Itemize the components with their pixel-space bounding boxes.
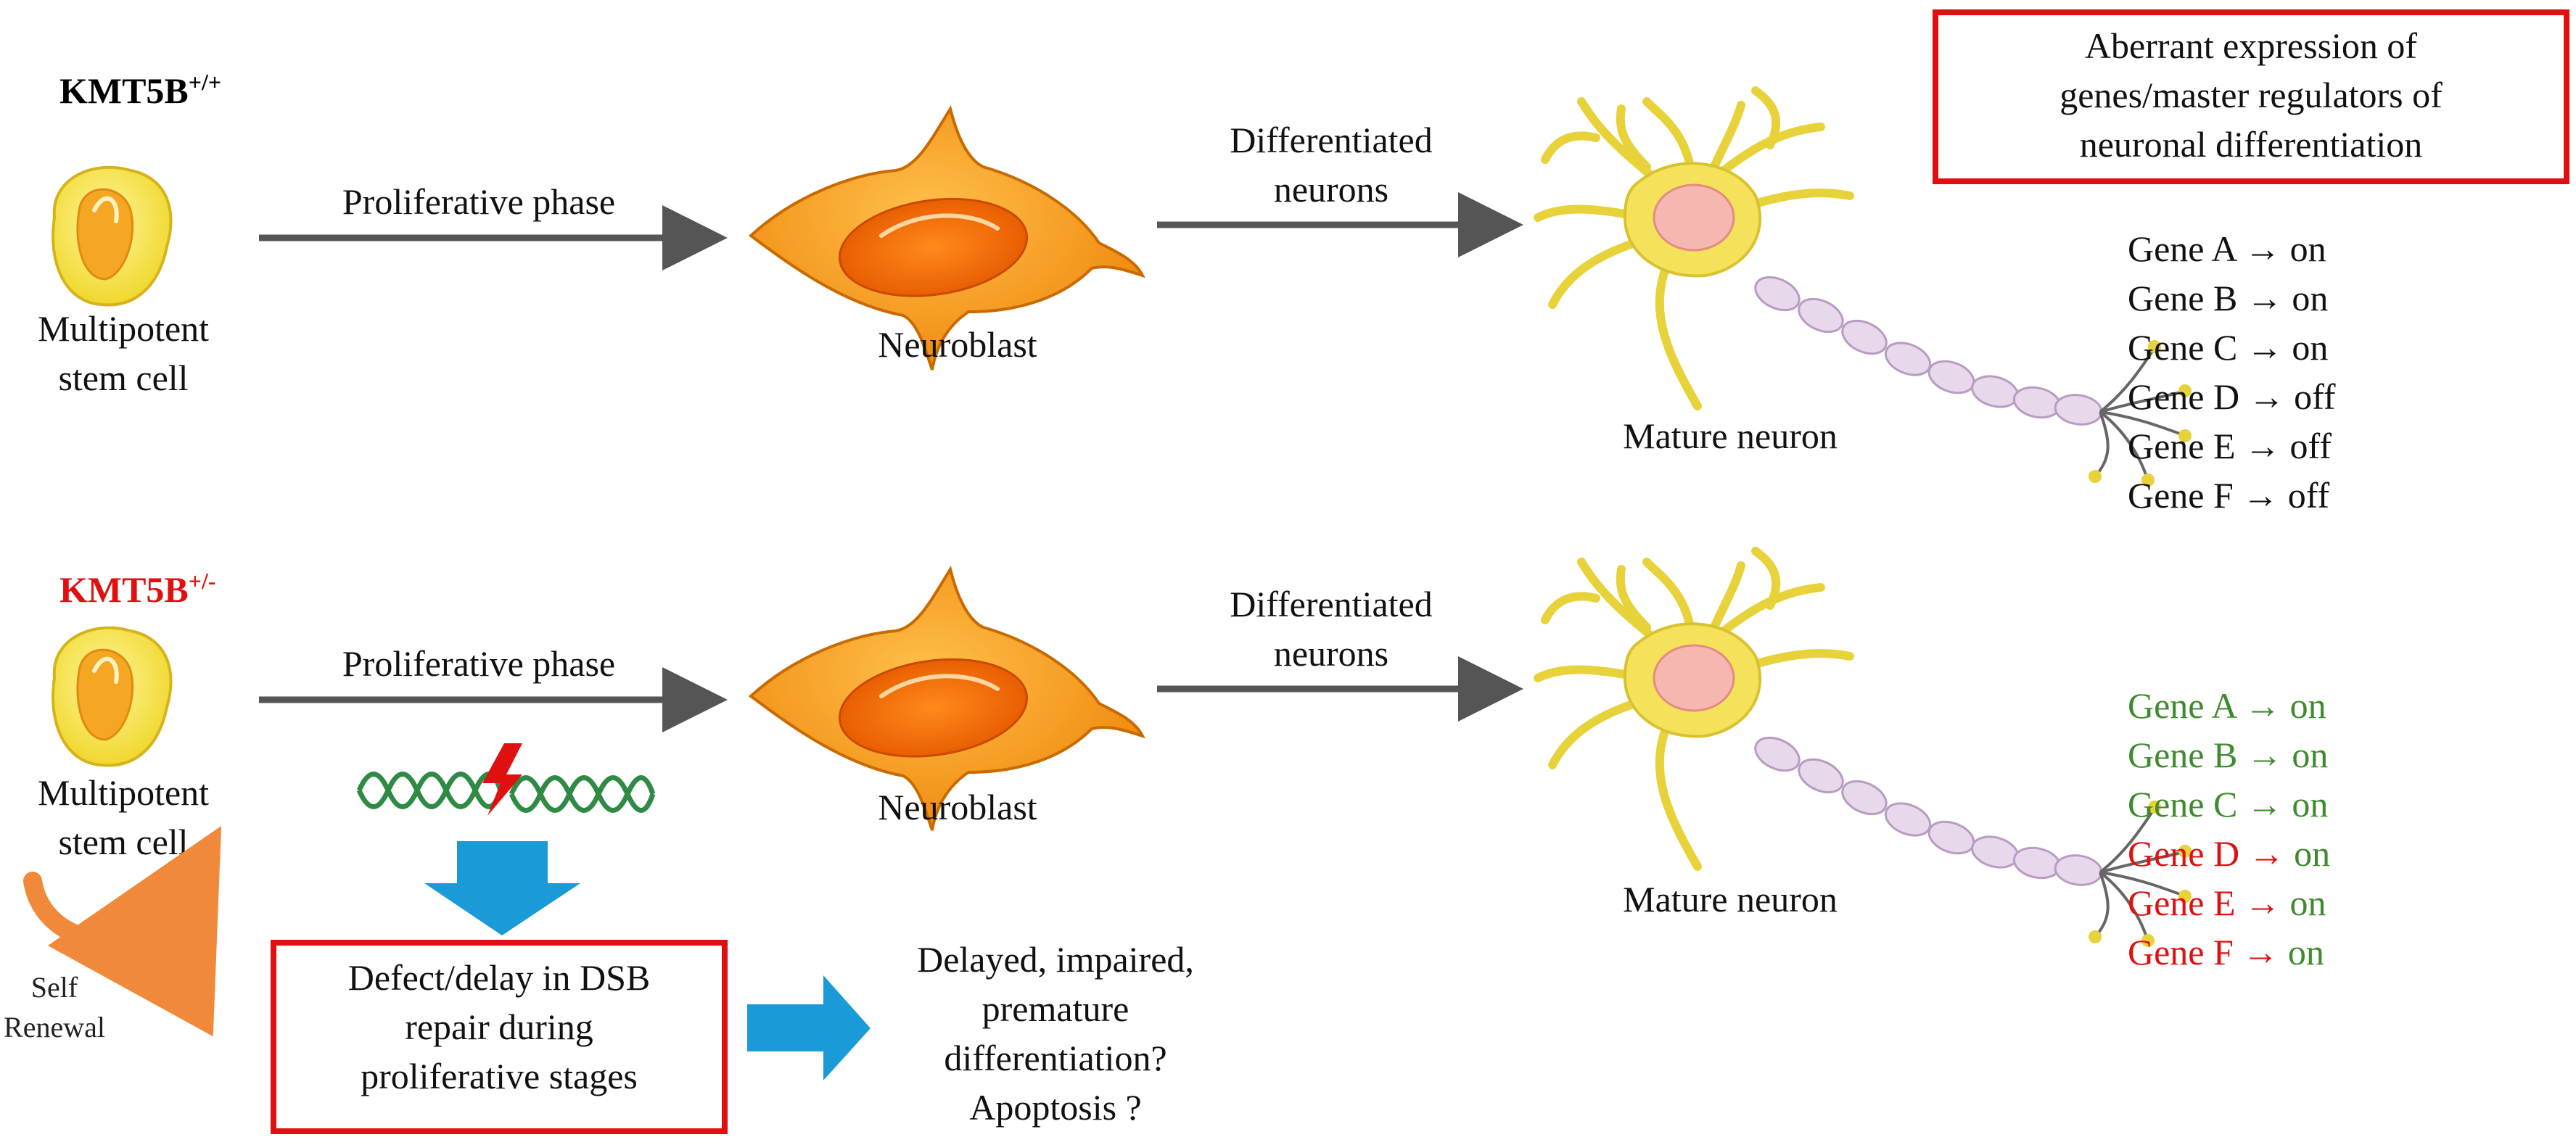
bottom-stem-cell-icon <box>52 626 173 767</box>
top-neuroblast-label: Neuroblast <box>878 324 1037 365</box>
bottom-gene-e: Gene E → on <box>2128 882 2326 923</box>
bottom-gene-list: Gene A → on Gene B → on Gene C → on Gene… <box>2128 685 2330 972</box>
bottom-diff-label-1: Differentiated <box>1230 584 1433 624</box>
top-phase-label: Proliferative phase <box>342 181 615 222</box>
bottom-gene-f: Gene F → on <box>2128 932 2324 972</box>
blue-down-arrow-icon <box>424 841 580 935</box>
bottom-gene-a: Gene A → on <box>2128 685 2326 726</box>
top-diff-label-2: neurons <box>1274 169 1388 210</box>
dsb-line-1: Defect/delay in DSB <box>348 957 651 998</box>
bottom-diff-label-2: neurons <box>1274 633 1388 674</box>
top-row: KMT5B+/+ Multipotent stem cell Prolifera… <box>38 69 2336 516</box>
bottom-gene-c: Gene C → on <box>2128 784 2328 824</box>
bottom-gene-b: Gene B → on <box>2128 735 2328 775</box>
bottom-phase-label: Proliferative phase <box>342 643 615 684</box>
top-gene-e: Gene E → off <box>2128 426 2332 466</box>
dsb-repair-box: Defect/delay in DSB repair during prolif… <box>271 940 728 1134</box>
outcome-line-2: premature <box>982 988 1129 1029</box>
top-gene-b: Gene B → on <box>2128 278 2328 318</box>
top-gene-a: Gene A → on <box>2128 228 2326 269</box>
top-neuron-label: Mature neuron <box>1623 416 1838 456</box>
top-gene-d: Gene D → off <box>2128 376 2336 417</box>
top-stem-cell-icon <box>52 165 173 307</box>
top-stem-cell-label-2: stem cell <box>58 357 188 398</box>
outcome-text: Delayed, impaired, premature differentia… <box>917 939 1194 1128</box>
aberrant-line-2: genes/master regulators of <box>2059 75 2443 115</box>
outcome-line-1: Delayed, impaired, <box>917 939 1194 980</box>
self-renewal-label-2: Renewal <box>4 1011 105 1043</box>
aberrant-line-3: neuronal differentiation <box>2080 124 2423 165</box>
top-diff-label-1: Differentiated <box>1230 120 1433 160</box>
aberrant-expression-box: Aberrant expression of genes/master regu… <box>1933 9 2569 184</box>
self-renewal-arrow-icon <box>23 825 222 1037</box>
outcome-line-3: differentiation? <box>944 1038 1166 1078</box>
bottom-neuroblast-label: Neuroblast <box>878 787 1037 827</box>
top-gene-c: Gene C → on <box>2128 327 2328 368</box>
aberrant-line-1: Aberrant expression of <box>2085 25 2418 66</box>
bottom-gene-d: Gene D → on <box>2128 833 2330 874</box>
bottom-row: KMT5B+/- Multipotent stem cell Self Rene… <box>4 547 2330 1134</box>
self-renewal-label-1: Self <box>31 971 78 1004</box>
bottom-genotype-label: KMT5B+/- <box>59 568 216 610</box>
top-genotype-label: KMT5B+/+ <box>59 69 221 111</box>
outcome-line-4: Apoptosis ? <box>969 1087 1142 1128</box>
dna-break-icon <box>356 743 656 816</box>
top-neuroblast-icon <box>748 104 1145 371</box>
bottom-neuroblast-icon <box>748 565 1145 831</box>
bottom-stem-cell-label-1: Multipotent <box>38 772 209 813</box>
bottom-neuron-icon <box>1534 547 2192 947</box>
top-neuron-icon <box>1534 86 2192 487</box>
blue-right-arrow-icon <box>747 975 871 1080</box>
top-gene-f: Gene F → off <box>2128 475 2330 516</box>
top-stem-cell-label-1: Multipotent <box>38 308 209 349</box>
top-gene-list: Gene A → on Gene B → on Gene C → on Gene… <box>2128 228 2336 516</box>
dsb-line-3: proliferative stages <box>361 1056 638 1096</box>
bottom-stem-cell-label-2: stem cell <box>58 822 188 862</box>
bottom-neuron-label: Mature neuron <box>1623 879 1838 919</box>
dsb-line-2: repair during <box>405 1006 593 1047</box>
